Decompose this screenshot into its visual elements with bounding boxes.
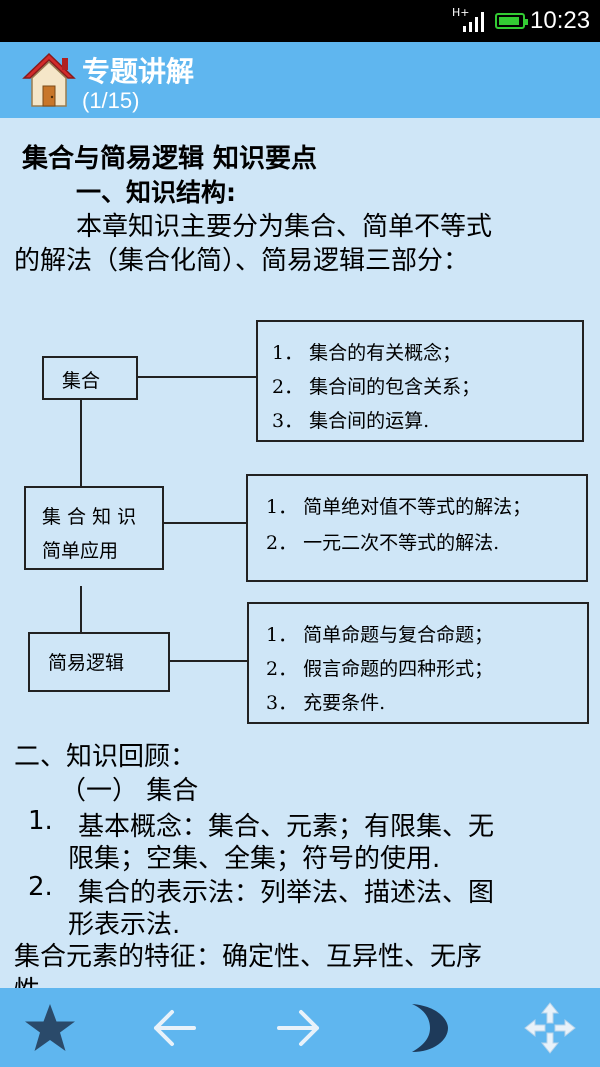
set-item-3: 3． 集合间的运算. bbox=[272, 410, 430, 432]
connector-vertical-bottom bbox=[80, 586, 82, 634]
logic-item-3: 3． 充要条件. bbox=[266, 692, 386, 714]
node-center-label-1: 集 合 知 识 bbox=[42, 506, 137, 528]
item2-line2: 形表示法. bbox=[68, 910, 181, 940]
connector-set bbox=[137, 376, 257, 378]
move-icon[interactable] bbox=[523, 1001, 577, 1055]
features-line2: 性. bbox=[14, 970, 48, 988]
node-logic-label: 简易逻辑 bbox=[48, 652, 125, 674]
favorite-button[interactable] bbox=[0, 988, 110, 1067]
arrow-right-icon[interactable] bbox=[273, 1008, 323, 1048]
item2-number: 2. bbox=[28, 872, 53, 902]
set-item-1: 1． 集合的有关概念； bbox=[272, 342, 462, 364]
star-icon[interactable] bbox=[23, 1002, 77, 1054]
logic-item-2: 2． 假言命题的四种形式； bbox=[266, 658, 494, 680]
clock: 10:23 bbox=[530, 7, 591, 34]
node-logic bbox=[28, 632, 170, 692]
inequality-items-box bbox=[246, 474, 588, 582]
article-title: 集合与简易逻辑 知识要点 bbox=[22, 144, 318, 174]
page-title: 专题讲解 bbox=[82, 55, 195, 88]
item1-line2: 限集；空集、全集；符号的使用. bbox=[68, 844, 441, 874]
signal-icon bbox=[463, 12, 484, 32]
features-line1: 集合元素的特征：确定性、互异性、无序 bbox=[14, 942, 483, 972]
connector-logic bbox=[168, 660, 248, 662]
fullscreen-move-button[interactable] bbox=[490, 988, 600, 1067]
subsection-set: （一） 集合 bbox=[60, 776, 199, 806]
node-center-label-2: 简单应用 bbox=[42, 540, 119, 562]
article-content: 集合与简易逻辑 知识要点 一、知识结构: 本章知识主要分为集合、简单不等式 的解… bbox=[0, 118, 600, 988]
network-type: H+ bbox=[452, 6, 470, 19]
connector-vertical-top bbox=[80, 398, 82, 488]
item2-line1: 集合的表示法：列举法、描述法、图 bbox=[78, 878, 495, 908]
title-bar: 专题讲解 (1/15) bbox=[0, 42, 600, 118]
node-set bbox=[42, 356, 138, 400]
page-indicator: (1/15) bbox=[82, 88, 140, 113]
battery-icon bbox=[495, 13, 528, 29]
previous-button[interactable] bbox=[115, 988, 235, 1067]
bottom-toolbar bbox=[0, 988, 600, 1067]
set-item-2: 2． 集合间的包含关系； bbox=[272, 376, 481, 398]
next-button[interactable] bbox=[238, 988, 358, 1067]
logic-item-1: 1． 简单命题与复合命题； bbox=[266, 624, 494, 646]
logic-items-box bbox=[247, 602, 589, 724]
knowledge-structure-diagram: 集合 集 合 知 识 简单应用 简易逻辑 1． 集合的有关概念； 2． 集合间的… bbox=[0, 318, 600, 738]
set-items-box bbox=[256, 320, 584, 442]
item1-number: 1. bbox=[28, 806, 53, 836]
node-set-label: 集合 bbox=[62, 370, 101, 392]
home-icon[interactable] bbox=[22, 52, 76, 108]
status-bar: H+ 10:23 bbox=[0, 0, 600, 42]
night-mode-button[interactable] bbox=[366, 988, 486, 1067]
node-center bbox=[24, 486, 164, 570]
intro-line1: 本章知识主要分为集合、简单不等式 bbox=[76, 212, 493, 242]
section2-heading: 二、知识回顾： bbox=[14, 742, 197, 772]
connector-inequality bbox=[162, 522, 247, 524]
inequality-item-2: 2． 一元二次不等式的解法. bbox=[266, 532, 500, 554]
intro-line2: 的解法（集合化简）、简易逻辑三部分： bbox=[14, 246, 470, 276]
item1-line1: 基本概念：集合、元素；有限集、无 bbox=[78, 812, 495, 842]
moon-icon[interactable] bbox=[404, 1002, 448, 1054]
section1-heading: 一、知识结构: bbox=[76, 178, 236, 207]
inequality-item-1: 1． 简单绝对值不等式的解法； bbox=[266, 496, 532, 518]
arrow-left-icon[interactable] bbox=[150, 1008, 200, 1048]
